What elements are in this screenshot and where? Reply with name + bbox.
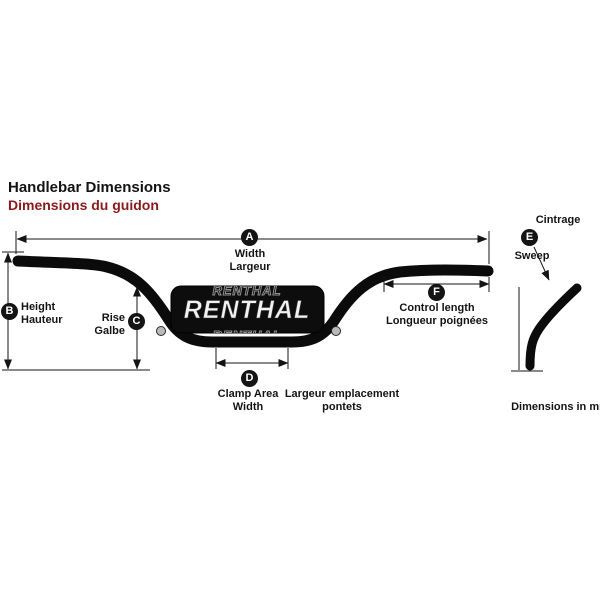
handlebar-tube bbox=[12, 255, 494, 348]
label-height: Height Hauteur bbox=[21, 301, 63, 326]
label-width: Width Largeur bbox=[230, 248, 271, 273]
label-rise-fr: Galbe bbox=[94, 324, 125, 337]
callout-badge-c: C bbox=[128, 313, 145, 330]
callout-badge-b: B bbox=[1, 303, 18, 320]
pad-logo: RENTHAL bbox=[184, 296, 310, 324]
label-clamp-fr-line2: pontets bbox=[322, 400, 362, 413]
pad-logo-bottom: RENTHAL bbox=[212, 328, 281, 343]
callout-badge-d: D bbox=[241, 370, 258, 387]
label-rise-en: Rise bbox=[101, 312, 125, 324]
sweep-pointer-line bbox=[533, 246, 550, 281]
label-sweep-fr: Cintrage bbox=[535, 214, 581, 226]
label-clamp-en-line2: Width bbox=[232, 400, 264, 413]
units-footnote: Dimensions in mm bbox=[511, 401, 600, 413]
label-control-en: Control length bbox=[399, 302, 475, 314]
label-height-fr: Hauteur bbox=[21, 313, 63, 326]
crossbar-nut-right bbox=[331, 326, 341, 336]
crossbar-nut-left bbox=[156, 326, 166, 336]
label-width-en: Width bbox=[234, 248, 266, 260]
label-sweep-en: Sweep bbox=[514, 250, 550, 262]
label-clamp-en-line1: Clamp Area bbox=[217, 388, 279, 400]
bar-pad bbox=[170, 285, 325, 334]
label-clamp-fr: Largeur emplacement pontets bbox=[285, 388, 399, 413]
label-control-fr: Longueur poignées bbox=[385, 314, 489, 327]
callout-badge-e: E bbox=[521, 229, 538, 246]
label-height-en: Height bbox=[21, 301, 56, 313]
label-rise: Rise Galbe bbox=[57, 312, 125, 337]
label-control: Control length Longueur poignées bbox=[386, 302, 488, 327]
label-clamp-en: Clamp Area Width bbox=[218, 388, 279, 413]
handlebar-side-view bbox=[525, 283, 582, 371]
pad-logo-top: RENTHAL bbox=[212, 283, 281, 298]
label-width-fr: Largeur bbox=[229, 260, 271, 273]
page-title-en: Handlebar Dimensions bbox=[8, 179, 171, 196]
page-title-fr: Dimensions du guidon bbox=[8, 197, 159, 213]
callout-badge-a: A bbox=[241, 229, 258, 246]
label-clamp-fr-line1: Largeur emplacement bbox=[284, 388, 400, 400]
callout-badge-f: F bbox=[428, 284, 445, 301]
